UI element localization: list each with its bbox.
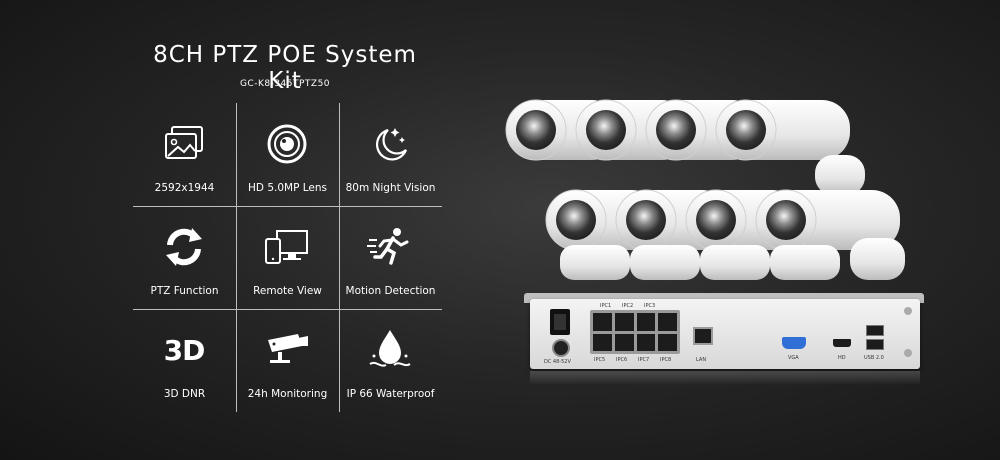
- product-image: DC 48-52V IPC1 IPC2 IPC3 IPC5 IPC6 IPC7 …: [480, 85, 940, 385]
- feature-ptz: PTZ Function: [133, 206, 236, 309]
- port-label: IPC2: [622, 303, 634, 309]
- feature-night-vision: 80m Night Vision: [339, 103, 442, 206]
- feature-lens: HD 5.0MP Lens: [236, 103, 339, 206]
- vga-port: [782, 337, 806, 349]
- devices-icon: [262, 222, 312, 272]
- feature-label: 24h Monitoring: [247, 388, 328, 400]
- port-label: IPC1: [600, 303, 612, 309]
- nvr-reflection: [530, 371, 920, 385]
- power-switch: [550, 309, 570, 335]
- running-man-icon: [365, 222, 415, 272]
- model-number: GC-K8-345TPTZ50: [239, 79, 331, 89]
- image-icon: [159, 119, 209, 169]
- feature-label: HD 5.0MP Lens: [248, 182, 327, 194]
- feature-label: PTZ Function: [150, 285, 219, 297]
- grid-divider: [133, 309, 442, 310]
- feature-motion-detection: Motion Detection: [339, 206, 442, 309]
- 3d-icon: 3D: [163, 333, 206, 367]
- screw: [904, 307, 912, 315]
- feature-label: IP 66 Waterproof: [346, 388, 435, 400]
- nvr-recorder: DC 48-52V IPC1 IPC2 IPC3 IPC5 IPC6 IPC7 …: [530, 299, 920, 369]
- water-drop-icon: [365, 325, 415, 375]
- screw: [904, 349, 912, 357]
- rotate-icon: [159, 222, 209, 272]
- feature-label: Remote View: [253, 285, 322, 297]
- feature-waterproof: IP 66 Waterproof: [339, 309, 442, 412]
- port-label: IPC7: [638, 357, 650, 363]
- feature-grid: 2592x1944 HD 5.0MP Lens 80m Night Vision: [133, 103, 442, 412]
- power-label: DC 48-52V: [544, 359, 571, 365]
- feature-3d-dnr: 3D 3D DNR: [133, 309, 236, 412]
- lens-icon: [262, 119, 312, 169]
- port-label: HD: [838, 355, 846, 361]
- camera: [715, 99, 865, 195]
- feature-label: Motion Detection: [345, 285, 436, 297]
- camera: [755, 189, 905, 280]
- grid-divider: [339, 103, 340, 412]
- feature-label: 3D DNR: [163, 388, 206, 400]
- port-label: USB 2.0: [864, 355, 884, 361]
- feature-monitoring: 24h Monitoring: [236, 309, 339, 412]
- feature-label: 80m Night Vision: [345, 182, 436, 194]
- usb-ports: [866, 325, 884, 350]
- poe-ports: [590, 310, 680, 354]
- dc-jack: [552, 339, 570, 357]
- cctv-camera-icon: [262, 325, 312, 375]
- grid-divider: [236, 103, 237, 412]
- feature-remote-view: Remote View: [236, 206, 339, 309]
- port-label: IPC8: [660, 357, 672, 363]
- port-label: IPC6: [616, 357, 628, 363]
- nvr-top: [524, 293, 924, 303]
- lan-port: [693, 327, 713, 345]
- feature-label: 2592x1944: [154, 182, 215, 194]
- port-label: VGA: [788, 355, 799, 361]
- camera-group: [505, 99, 905, 280]
- port-label: LAN: [696, 357, 707, 363]
- hd-port: [833, 339, 851, 347]
- feature-resolution: 2592x1944: [133, 103, 236, 206]
- port-label: IPC5: [594, 357, 606, 363]
- port-label: IPC3: [644, 303, 656, 309]
- page-title: 8CH PTZ POE System Kit: [153, 42, 417, 94]
- grid-divider: [133, 206, 442, 207]
- moon-icon: [365, 119, 415, 169]
